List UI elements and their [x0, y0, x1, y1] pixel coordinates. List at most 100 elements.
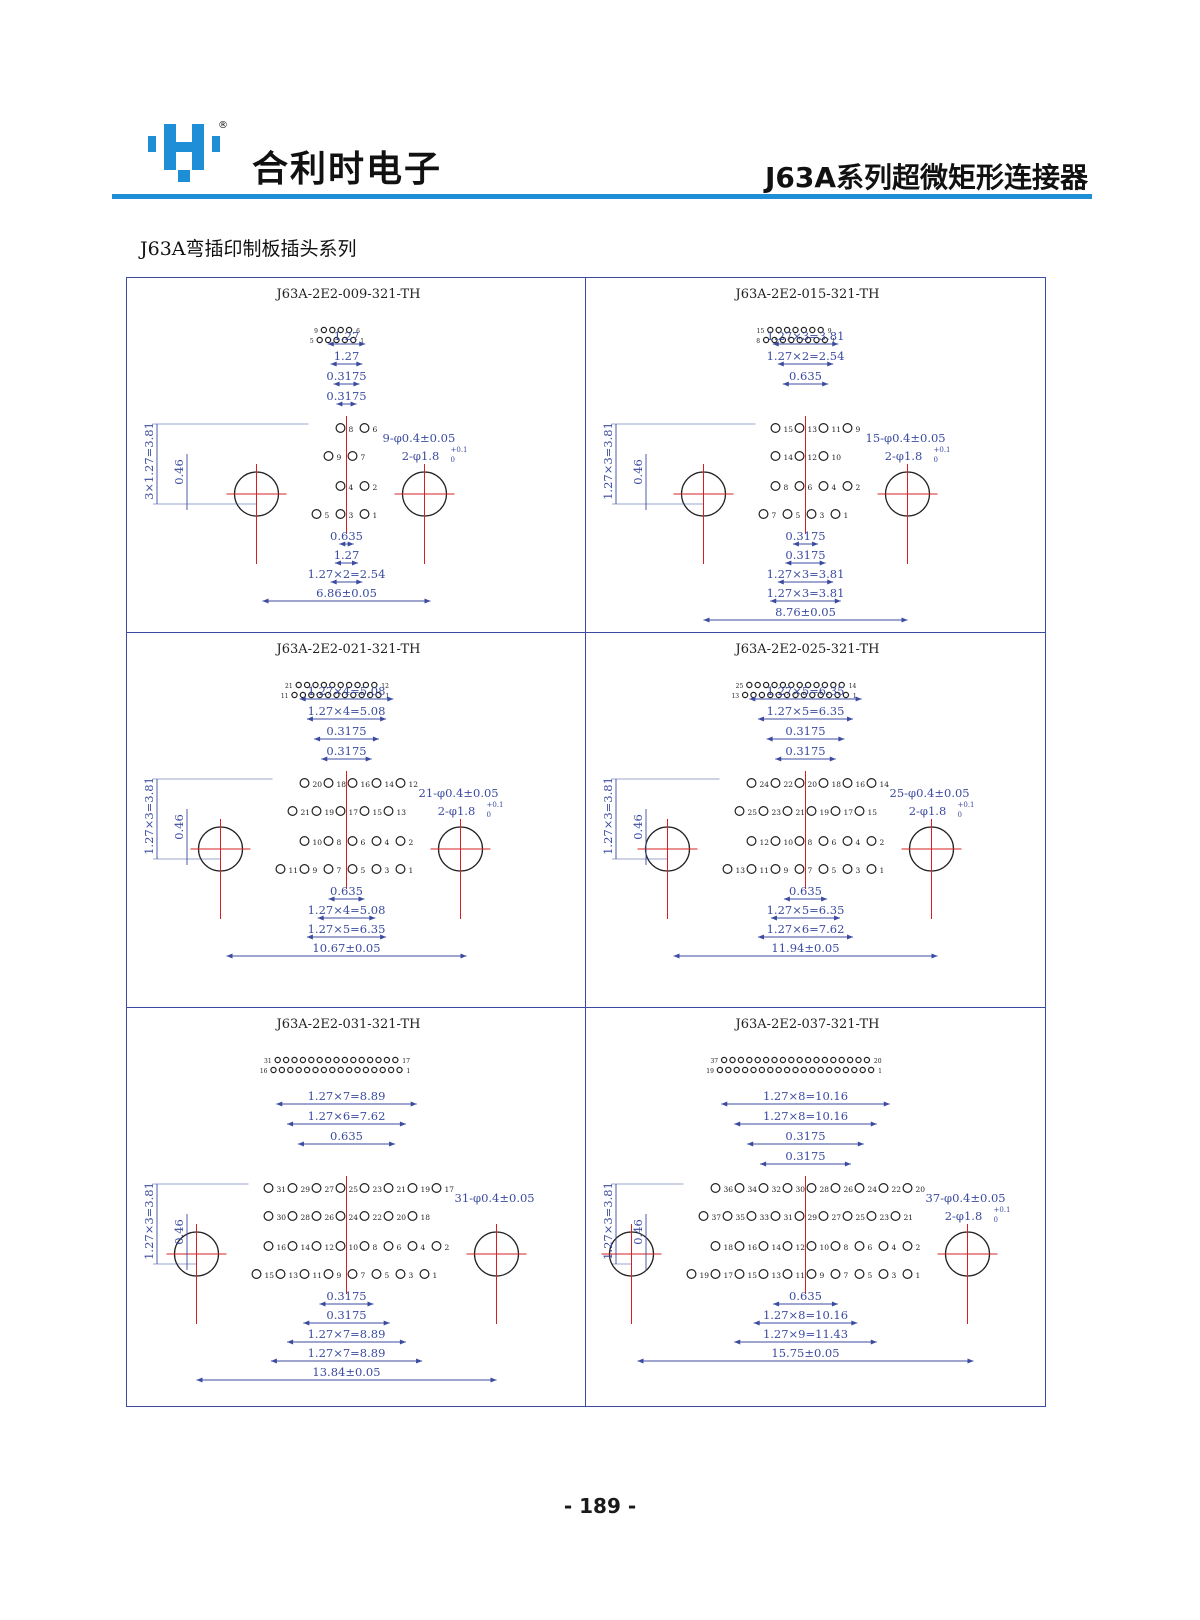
pin-hole [359, 1183, 370, 1194]
pin-number: 7 [361, 1271, 366, 1280]
pin-number: 4 [832, 483, 837, 492]
pin-hole [866, 864, 877, 875]
pin-hole [866, 778, 877, 789]
pin-row-top-view [383, 1056, 391, 1064]
pin-number: 9 [856, 425, 861, 434]
pin-row-top-view [308, 691, 315, 699]
dim-top-arrow-r [857, 1141, 864, 1147]
dim-bottom-arrow-l [753, 1320, 760, 1326]
pin-hole [383, 806, 394, 817]
pin-number: 15 [373, 808, 383, 817]
connector-drawing: J63A-2E2-037-321-TH119203720222426283032… [601, 1017, 1011, 1364]
pin-row-top-view [274, 1056, 281, 1064]
pin-row-top-view [324, 691, 332, 699]
dim-top-arrow-r [353, 381, 360, 387]
dim-top-arrow-r [855, 696, 862, 702]
dim-bottom-arrow-l [270, 1358, 277, 1364]
pin-row-top-view [299, 691, 307, 699]
dim-top-label: 0.3175 [326, 369, 366, 383]
pin-number: 12 [808, 453, 818, 462]
pin-row-top-view [813, 336, 820, 344]
pin-number: 31 [277, 1185, 287, 1194]
dim-bottom-arrow-r [821, 896, 828, 902]
dim-overall-arrow-r [967, 1358, 974, 1364]
pin-hole [419, 1269, 430, 1280]
pin-row-top-view [796, 681, 803, 689]
dim-bottom-arrow-r [870, 1339, 877, 1345]
pin-row-top-view [387, 1066, 395, 1074]
dim-top-arrow-l [306, 716, 313, 722]
pin-number: 6 [361, 838, 366, 847]
dim-bottom-arrow-r [352, 560, 359, 566]
pin-number: 21 [904, 1213, 914, 1222]
dim-bottom-arrow-r [851, 1320, 858, 1326]
dim-top-arrow-l [297, 1141, 304, 1147]
pin-number: 33 [760, 1213, 770, 1222]
pin-number: 6 [808, 483, 813, 492]
pin-number: 22 [784, 780, 794, 789]
pin-row-top-view [371, 681, 378, 689]
pin-hole [335, 423, 346, 434]
pin-number: 20 [397, 1213, 407, 1222]
dim-overall-arrow-l [673, 953, 680, 959]
dim-top-label: 1.27×8=10.16 [763, 1109, 848, 1123]
dim-top-arrow-r [870, 1121, 877, 1127]
dim-overall-label: 6.86±0.05 [316, 586, 377, 600]
dim-bottom-arrow-r [369, 915, 376, 921]
pin-number: 11 [760, 866, 770, 875]
pin-number: 31 [784, 1213, 794, 1222]
pin-number: 15 [748, 1271, 758, 1280]
pin-row-top-view [312, 681, 319, 689]
pin-number: 13 [808, 425, 818, 434]
pin-row-top-view [733, 1066, 740, 1074]
pin-number: 8 [337, 838, 342, 847]
pin-hole [818, 1211, 829, 1222]
mount-tolerance: 0 [487, 811, 491, 819]
pin-hole [770, 864, 781, 875]
pin-hole [878, 1269, 889, 1280]
dim-side-label: 1.27×3=3.81 [601, 777, 615, 855]
dim-top-label: 0.3175 [326, 724, 366, 738]
pin-label: 9 [314, 328, 318, 335]
pin-number: 13 [397, 808, 407, 817]
pin-hole [782, 1183, 793, 1194]
dim-bottom-arrow-r [356, 579, 363, 585]
dim-bottom-label: 1.27 [334, 548, 360, 562]
pin-label: 9 [828, 328, 832, 335]
pin-number: 3 [409, 1271, 414, 1280]
mount-spec-label: 2-φ1.8 [885, 449, 923, 463]
pin-hole [371, 864, 382, 875]
pin-row-top-view [358, 691, 365, 699]
pin-number: 23 [373, 1185, 383, 1194]
pin-label: 31 [264, 1058, 272, 1065]
pin-row-top-view [358, 1056, 365, 1064]
pin-number: 19 [820, 808, 830, 817]
dim-bottom-arrow-r [819, 560, 826, 566]
pin-number: 19 [700, 1271, 710, 1280]
dim-top-label: 0.3175 [785, 724, 825, 738]
dim-overall-arrow-r [424, 598, 431, 604]
pin-number: 1 [409, 866, 414, 875]
pin-number: 11 [832, 425, 842, 434]
dim-bottom-label: 0.635 [789, 884, 822, 898]
mount-spec-label: 2-φ1.8 [945, 1209, 983, 1223]
pin-number: 16 [277, 1243, 287, 1252]
pin-number: 25 [748, 808, 758, 817]
pin-row-top-view [804, 336, 812, 344]
pin-number: 16 [748, 1243, 758, 1252]
connector-drawing: J63A-2E2-031-321-TH116173117192123252729… [142, 1017, 535, 1383]
dim-top-arrow-r [822, 381, 829, 387]
pin-number: 29 [808, 1213, 818, 1222]
pin-hole [770, 451, 781, 462]
dim-side-label: 0.46 [631, 814, 645, 840]
pin-row-top-view [792, 1066, 799, 1074]
pin-hole [335, 1241, 346, 1252]
pin-number: 20 [808, 780, 818, 789]
pin-hole [770, 778, 781, 789]
dim-bottom-label: 0.635 [789, 1289, 822, 1303]
dim-side-label: 0.46 [172, 1219, 186, 1245]
pin-row-top-view [345, 326, 353, 334]
dim-bottom-arrow-r [399, 1339, 406, 1345]
dim-overall-arrow-r [901, 617, 908, 623]
pin-hole [818, 481, 829, 492]
